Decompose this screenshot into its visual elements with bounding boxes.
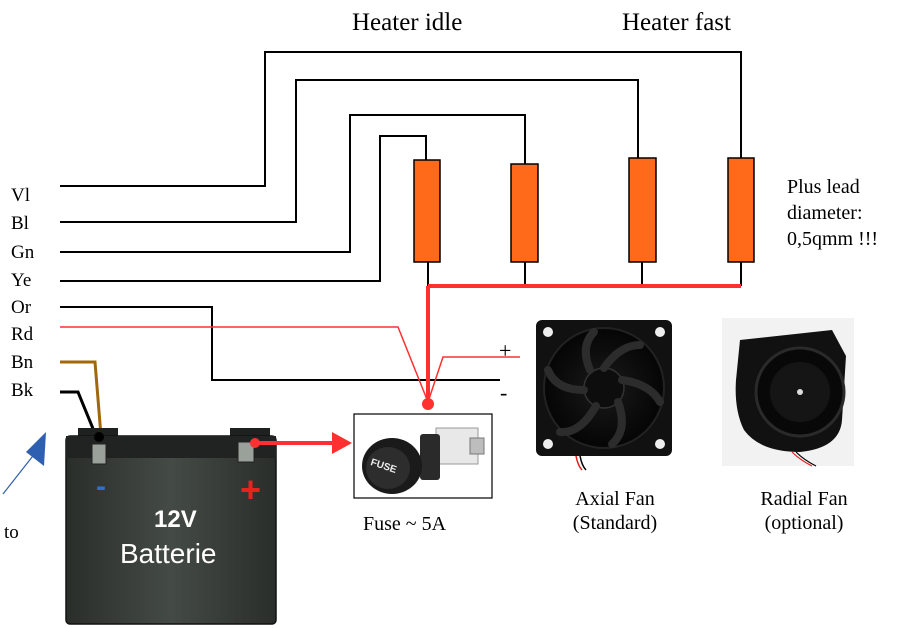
radial-fan-type: (optional) xyxy=(764,512,844,534)
note-line-3: 0,5qmm !!! xyxy=(787,228,879,250)
wire-label-vl: Vl xyxy=(11,185,30,206)
wire-label-or: Or xyxy=(11,297,32,318)
pointer-arrow xyxy=(2,432,46,495)
thin-red-wires xyxy=(60,326,520,403)
battery xyxy=(65,428,277,625)
wire-label-rd: Rd xyxy=(11,324,34,345)
wire-gn xyxy=(60,114,526,253)
wire-label-bl: Bl xyxy=(11,213,29,234)
fan-plus-wire xyxy=(427,356,520,403)
axial-fan-name: Axial Fan xyxy=(575,488,655,510)
heater-idle-label: Heater idle xyxy=(352,9,463,36)
radial-fan-name: Radial Fan xyxy=(760,488,848,510)
fan-minus-terminal: - xyxy=(500,380,508,405)
wire-ye xyxy=(60,135,427,282)
battery-to-fuse-arrow xyxy=(250,432,352,454)
note-line-2: diameter: xyxy=(787,202,863,224)
fan-plus-terminal: + xyxy=(499,338,512,363)
wire-bn xyxy=(60,360,103,437)
battery-minus-sign: - xyxy=(96,470,106,503)
fuse-holder xyxy=(353,413,493,499)
battery-name: Batterie xyxy=(120,538,217,569)
plus-bus xyxy=(426,284,741,402)
wire-or xyxy=(60,306,500,381)
heater-resistor-4 xyxy=(727,157,755,263)
axial-fan xyxy=(532,315,676,471)
battery-voltage: 12V xyxy=(154,506,197,533)
axial-fan-type: (Standard) xyxy=(572,512,658,534)
note-line-1: Plus lead xyxy=(787,176,860,198)
battery-plus-sign: + xyxy=(240,469,262,510)
wire-label-bn: Bn xyxy=(11,352,34,373)
wire-label-gn: Gn xyxy=(11,242,35,263)
wire-bk xyxy=(60,390,98,437)
radial-fan-caption: Radial Fan (optional) xyxy=(742,487,866,535)
fuse-caption: Fuse ~ 5A xyxy=(363,513,447,535)
heater-resistor-2 xyxy=(510,163,539,263)
wire-label-ye: Ye xyxy=(11,270,32,291)
wire-rd xyxy=(60,326,429,403)
heater-resistor-1 xyxy=(413,159,441,263)
wire-vl xyxy=(60,51,742,187)
radial-fan xyxy=(722,318,854,467)
heater-leads xyxy=(427,262,742,286)
wire-label-bk: Bk xyxy=(11,380,34,401)
heater-resistors xyxy=(413,157,755,263)
side-text: to xyxy=(4,522,19,543)
wire-bl xyxy=(60,79,639,223)
heater-wires xyxy=(60,51,742,381)
heater-resistor-3 xyxy=(628,157,657,263)
axial-fan-caption: Axial Fan (Standard) xyxy=(553,487,677,535)
heater-fast-label: Heater fast xyxy=(622,9,731,36)
plus-lead-note: Plus lead diameter: 0,5qmm !!! xyxy=(787,174,878,252)
junction-dot xyxy=(422,398,434,410)
